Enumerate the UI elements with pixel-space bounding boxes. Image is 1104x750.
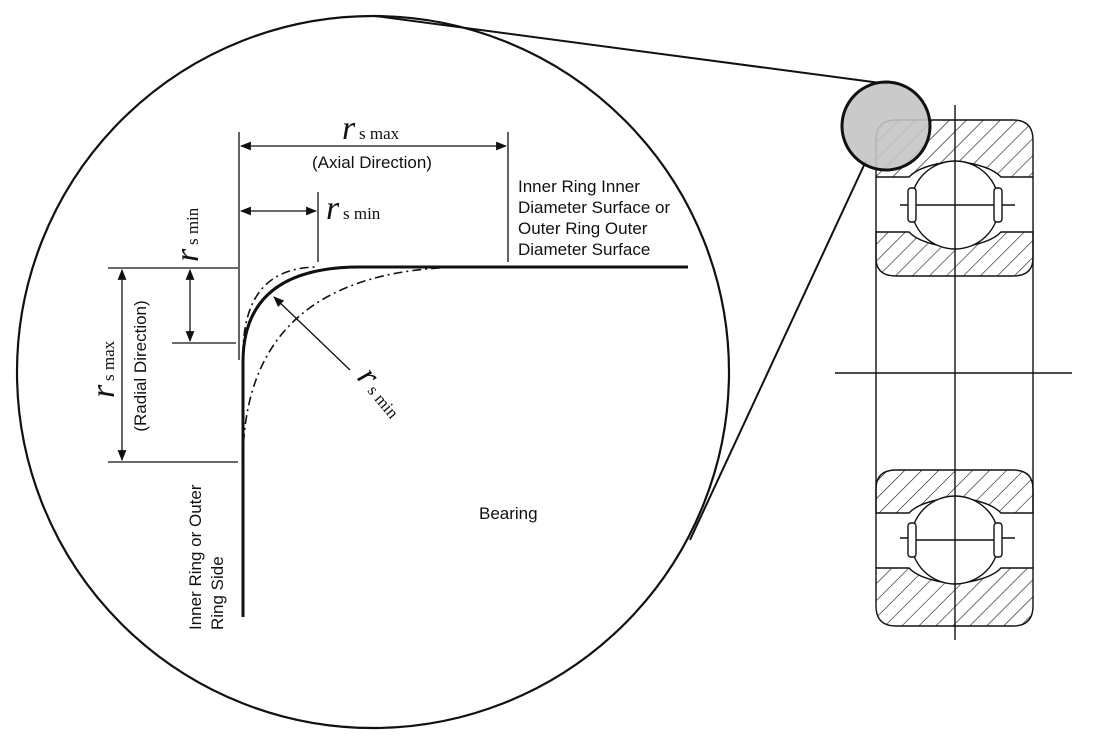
- top-cage-right: [993, 187, 1003, 223]
- radial-rsmin-symbol: r: [169, 248, 206, 262]
- magnified-view-circle: [15, 14, 731, 730]
- radial-direction-label: (Radial Direction): [131, 300, 150, 431]
- zoom-connector-top: [374, 15, 889, 85]
- bottom-outer-ring: [875, 567, 1034, 627]
- side-label-line1: Inner Ring or Outer: [186, 484, 205, 630]
- chamfer-profile: [241, 265, 688, 617]
- radius-leader-arrow: [273, 296, 351, 371]
- bottom-inner-ring: [875, 469, 1034, 514]
- bearing-label: Bearing: [479, 504, 538, 523]
- axial-rsmax-subscript: s max: [359, 124, 400, 143]
- top-cage-left: [907, 187, 917, 223]
- zoom-region-circle: [840, 80, 932, 172]
- diagonal-rsmin-subscript: s min: [364, 381, 403, 422]
- surface-label-line3: Outer Ring Outer: [518, 219, 648, 238]
- radial-rsmax-symbol: r: [85, 384, 122, 398]
- min-chamfer-curve: [242, 266, 319, 356]
- axial-direction-label: (Axial Direction): [312, 153, 432, 172]
- zoom-connector-bottom: [689, 160, 867, 541]
- bottom-cage-right: [993, 522, 1003, 558]
- surface-label-line4: Diameter Surface: [518, 240, 650, 259]
- axial-rsmin-symbol: r: [326, 190, 340, 227]
- radial-rsmin-subscript: s min: [183, 207, 202, 245]
- bottom-cage-left: [907, 522, 917, 558]
- chamfer-detail: [108, 132, 688, 617]
- surface-label-line1: Inner Ring Inner: [518, 177, 640, 196]
- bearing-cross-section: [835, 105, 1072, 640]
- axial-rsmax-symbol: r: [342, 110, 356, 147]
- axial-rsmin-subscript: s min: [343, 204, 381, 223]
- max-chamfer-curve: [242, 266, 471, 463]
- surface-label-line2: Diameter Surface or: [518, 198, 670, 217]
- radial-rsmax-subscript: s max: [99, 340, 118, 381]
- side-label-line2: Ring Side: [208, 556, 227, 630]
